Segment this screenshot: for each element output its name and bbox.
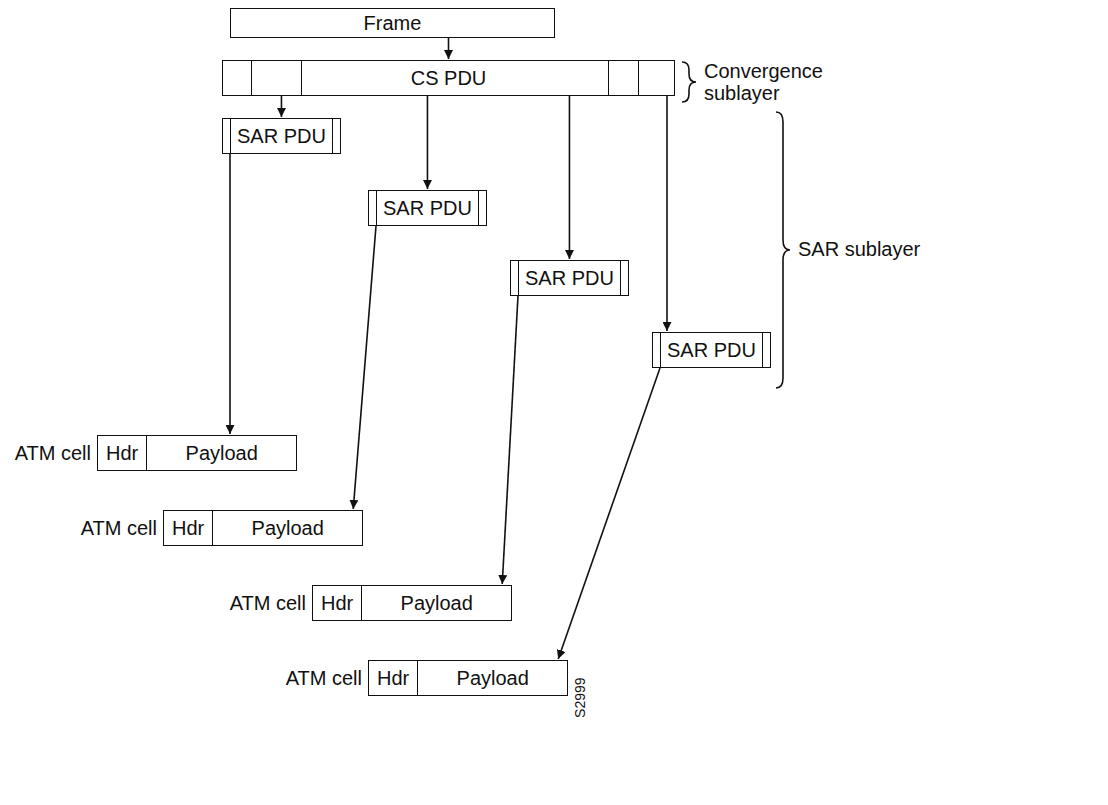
flow-arrow	[502, 296, 518, 584]
cell-label: ATM cell	[15, 442, 91, 465]
frame-box: Frame	[230, 8, 555, 38]
flow-arrow	[353, 226, 376, 509]
field-text: Hdr	[321, 592, 353, 615]
flow-arrow	[666, 96, 668, 331]
box-text: SAR PDU	[667, 339, 756, 362]
payload-field: Payload	[362, 585, 512, 621]
box-text: CS PDU	[411, 67, 487, 90]
field-text: Hdr	[377, 667, 409, 690]
box-text: SAR PDU	[237, 125, 326, 148]
sublayer-label: SAR sublayer	[798, 238, 998, 260]
field-divider	[762, 333, 763, 367]
field-divider	[518, 261, 519, 295]
field-text: Payload	[186, 442, 258, 465]
flow-arrow	[229, 154, 231, 434]
sar-pdu-box: SAR PDU	[222, 118, 341, 154]
header-field: Hdr	[163, 510, 213, 546]
field-divider	[608, 61, 609, 95]
cell-label: ATM cell	[81, 517, 157, 540]
field-text: Hdr	[106, 442, 138, 465]
atm-cell: ATM cellHdrPayload	[163, 510, 363, 546]
figure-code: S2999	[573, 677, 588, 717]
atm-cell: ATM cellHdrPayload	[368, 660, 568, 696]
cs-pdu-box: CS PDU	[222, 60, 675, 96]
box-text: Frame	[364, 12, 422, 35]
atm-cell: ATM cellHdrPayload	[312, 585, 512, 621]
flow-arrow	[569, 96, 571, 259]
field-divider	[301, 61, 302, 95]
sar-pdu-box: SAR PDU	[368, 190, 487, 226]
flow-arrow	[281, 96, 283, 117]
flow-arrow	[558, 368, 660, 659]
field-text: Hdr	[172, 517, 204, 540]
cell-label: ATM cell	[230, 592, 306, 615]
field-divider	[332, 119, 333, 153]
field-divider	[638, 61, 639, 95]
sar-pdu-box: SAR PDU	[510, 260, 629, 296]
payload-field: Payload	[147, 435, 297, 471]
flow-arrow	[427, 96, 429, 189]
box-text: SAR PDU	[525, 267, 614, 290]
header-field: Hdr	[97, 435, 147, 471]
header-field: Hdr	[368, 660, 418, 696]
payload-field: Payload	[213, 510, 363, 546]
field-text: Payload	[457, 667, 529, 690]
sublayer-label: Convergence sublayer	[704, 60, 834, 104]
box-text: SAR PDU	[383, 197, 472, 220]
flow-arrow	[448, 38, 450, 59]
field-divider	[660, 333, 661, 367]
field-divider	[376, 191, 377, 225]
convergence-brace	[682, 62, 696, 102]
cell-label: ATM cell	[286, 667, 362, 690]
field-divider	[251, 61, 252, 95]
payload-field: Payload	[418, 660, 568, 696]
field-divider	[478, 191, 479, 225]
sar-pdu-box: SAR PDU	[652, 332, 771, 368]
atm-cell: ATM cellHdrPayload	[97, 435, 297, 471]
field-text: Payload	[252, 517, 324, 540]
header-field: Hdr	[312, 585, 362, 621]
sar-brace	[776, 112, 790, 388]
field-text: Payload	[401, 592, 473, 615]
field-divider	[230, 119, 231, 153]
field-divider	[620, 261, 621, 295]
